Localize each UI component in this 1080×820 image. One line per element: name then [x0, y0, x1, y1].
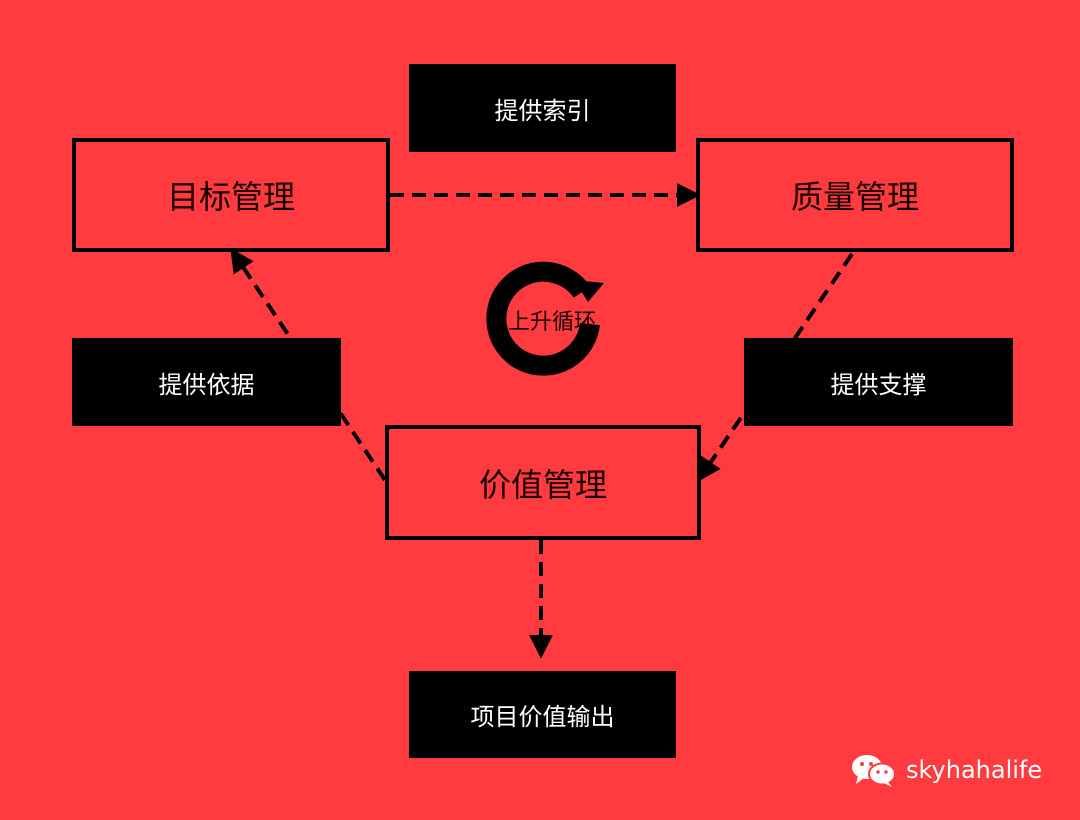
label-project-value-output: 项目价值输出 — [409, 671, 676, 758]
label-output-text: 项目价值输出 — [470, 703, 615, 731]
node-quality-management: 质量管理 — [696, 138, 1014, 252]
node-goal-management: 目标管理 — [72, 138, 390, 252]
node-quality-label: 质量管理 — [790, 178, 919, 216]
node-value-label: 价值管理 — [478, 465, 607, 504]
wechat-icon — [852, 755, 896, 787]
node-goal-label: 目标管理 — [166, 178, 295, 216]
watermark-text: skyhahalife — [906, 756, 1043, 784]
circular-arrow-icon — [486, 261, 604, 376]
label-provide-index: 提供索引 — [409, 64, 676, 152]
label-provide-support: 提供支撑 — [744, 338, 1013, 426]
node-value-management: 价值管理 — [385, 425, 701, 540]
label-provide-support-text: 提供支撑 — [830, 370, 927, 399]
watermark: skyhahalife — [850, 752, 1042, 788]
label-provide-basis: 提供依据 — [72, 338, 341, 426]
cycle-label: 上升循环 — [508, 310, 597, 335]
label-provide-basis-text: 提供依据 — [158, 370, 255, 399]
label-provide-index-text: 提供索引 — [494, 96, 591, 125]
